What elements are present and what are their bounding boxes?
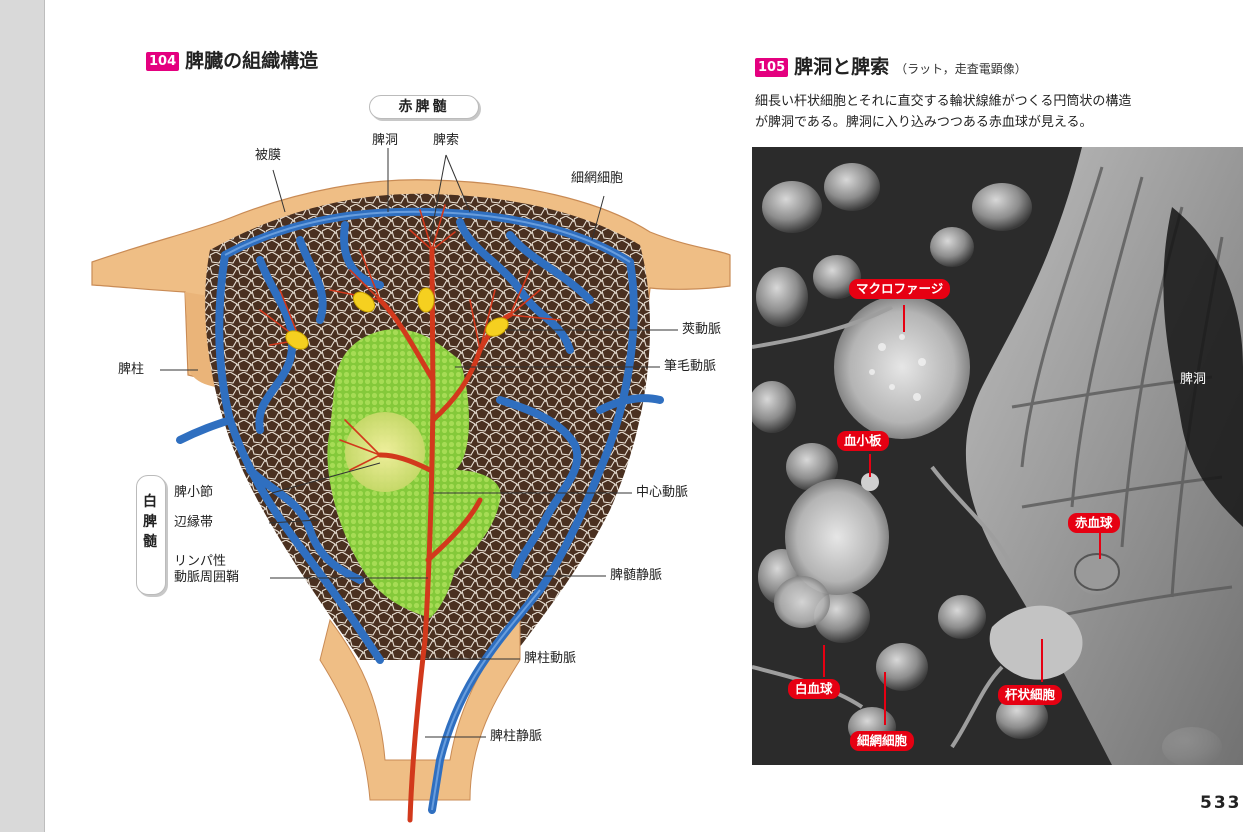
caption-line: が脾洞である。脾洞に入り込みつつある赤血球が見える。: [755, 115, 1093, 130]
right-section-heading: 105 脾洞と脾索 （ラット，走査電顕像）: [755, 52, 1027, 79]
reticular-cell-label: 細網細胞: [571, 171, 624, 186]
splenic-nodule-label: 脾小節: [174, 485, 214, 500]
platelet-tag: 血小板: [837, 431, 889, 451]
red-pulp-pill: 赤脾髄: [369, 95, 479, 119]
sheathed-artery-ellipsoids: [285, 287, 509, 350]
spleen-structure-diagram: [91, 148, 731, 823]
left-section-title: 脾臓の組織構造: [185, 50, 319, 72]
marginal-zone-label: 辺縁帯: [174, 515, 214, 530]
splenic-cord-label: 脾索: [433, 133, 460, 148]
trabecula-label: 脾柱: [118, 362, 145, 377]
caption-line: 細長い杆状細胞とそれに直交する輪状線維がつくる円筒状の構造: [755, 94, 1132, 109]
photo-splenic-sinus-label: 脾洞: [1180, 372, 1207, 387]
central-artery-label: 中心動脈: [636, 485, 689, 500]
section-number-badge: 105: [755, 58, 789, 77]
splenic-sinus-label: 脾洞: [372, 133, 399, 148]
left-section-heading: 104 脾臓の組織構造: [146, 46, 318, 73]
sheathed-artery-label: 莢動脈: [682, 322, 722, 337]
trabecular-vein-label: 脾柱静脈: [490, 729, 543, 744]
pals-label-line1: リンパ性: [174, 554, 227, 569]
penicillar-artery-label: 筆毛動脈: [664, 359, 717, 374]
sem-image: [752, 147, 1243, 765]
white-pulp-bracket: [136, 475, 166, 595]
pulp-vein-label: 脾髄静脈: [610, 568, 663, 583]
trabecular-artery-label: 脾柱動脈: [524, 651, 577, 666]
rod-cell-tag: 杆状細胞: [998, 685, 1063, 705]
white-blood-cell-tag: 白血球: [788, 679, 840, 699]
gutter-divider: [44, 0, 45, 832]
section-number-badge: 104: [146, 52, 180, 71]
trabecular-stalk: [319, 618, 521, 801]
white-pulp-text: 白脾髄: [143, 494, 157, 550]
right-section-title: 脾洞と脾索: [794, 56, 890, 78]
macrophage-tag: マクロファージ: [849, 279, 951, 299]
photo-caption: 細長い杆状細胞とそれに直交する輪状線維がつくる円筒状の構造 が脾洞である。脾洞に…: [755, 91, 1245, 133]
right-section-subtitle: （ラット，走査電顕像）: [895, 62, 1027, 76]
splenic-nodule-shape: [345, 412, 425, 492]
pals-label-line2: 動脈周囲鞘: [174, 570, 240, 585]
red-blood-cell-tag: 赤血球: [1068, 513, 1120, 533]
white-pulp-label: 白脾髄: [140, 492, 160, 552]
page-number: 533: [1200, 793, 1242, 813]
reticular-cell-tag: 細網細胞: [850, 731, 915, 751]
capsule-label: 被膜: [255, 148, 282, 163]
page-gutter: [0, 0, 44, 832]
sem-photograph: マクロファージ 血小板 赤血球 白血球 細網細胞 杆状細胞 脾洞: [752, 147, 1243, 765]
